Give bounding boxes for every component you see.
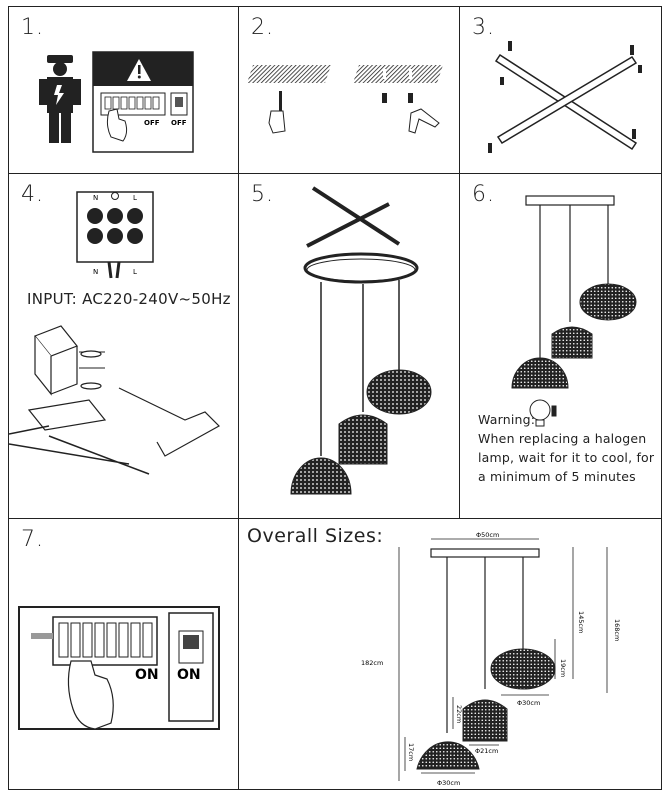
shade-large-icon [511,357,569,389]
warning-text: Warning: When replacing a halogen lamp, … [478,410,654,486]
shade-large-icon [290,457,352,495]
wiring-illustration: N L N L [9,191,220,475]
mid-height-label: 22cm [455,705,463,723]
step-number: 3. [472,15,495,40]
terminal-n-bottom: N [93,268,98,276]
total-height-label: 182cm [361,659,383,667]
terminal-l-top: L [133,194,137,202]
step-number: 7. [21,527,44,552]
warning-line-2: lamp, wait for it to cool, for [478,450,655,465]
ceiling-drilling-illustration [247,65,443,134]
step-number: 5. [251,182,274,207]
cross-bracket-illustration [488,41,642,153]
large-height-label: 17cm [407,743,415,761]
mid-drop-label: 145cm [577,611,585,633]
step-number: 1. [21,15,44,40]
small-width-label: Φ30cm [517,699,540,707]
cross-bracket-icon [494,53,638,151]
terminal-block-icon [76,191,154,279]
ceiling-right-icon [353,65,443,134]
step-number: 4. [21,182,44,207]
canopy-bar-icon [525,195,615,206]
large-width-label: Φ30cm [437,779,460,787]
hand-icon [67,660,114,730]
dimension-drawing: Φ50cm 182cm 168cm 145cm 19cm Φ30cm 22cm … [361,531,621,787]
shade-small-icon [366,369,432,415]
input-voltage: INPUT: AC220-240V~50Hz [27,290,231,308]
shade-large-icon [416,741,480,770]
max-drop-label: 168cm [613,619,621,641]
warning-line-3: a minimum of 5 minutes [478,469,636,484]
breaker-box-off [92,51,194,153]
off-label-switch: OFF [171,119,187,127]
step-1-panel: 1. [8,6,239,174]
electrician-illustration: OFF OFF [39,51,194,153]
shade-medium-icon [462,699,508,742]
step-2-panel: 2. [238,6,460,174]
step-number: 2. [251,15,274,40]
canopy-bar-icon [430,548,540,558]
driver-box-icon [9,325,220,475]
breaker-box-on [18,606,220,730]
electrician-icon [39,55,81,143]
step-6-panel: 6. Warning: When replacing a halogen [459,173,662,519]
step-number: 6. [472,182,495,207]
assembly-illustration [290,186,432,495]
shade-small-icon [490,648,556,690]
on-label-switch: ON [177,667,201,683]
bracket-icon [306,186,401,248]
warning-title: Warning: [478,412,536,427]
shade-small-icon [579,283,637,321]
bulb-icon [529,399,557,427]
terminal-n-top: N [93,194,98,202]
step-5-panel: 5. [238,173,460,519]
ceiling-left-icon [247,65,331,134]
step-4-panel: 4. N L N L [8,173,239,519]
power-on-illustration: ON ON [18,606,220,730]
terminal-l-bottom: L [133,268,137,276]
screw-icons [488,41,642,153]
overall-sizes-panel: Overall Sizes: [238,518,662,790]
bulb-replacement-illustration [511,195,637,427]
shade-medium-icon [551,326,593,359]
warning-line-1: When replacing a halogen [478,431,647,446]
step-3-panel: 3. [459,6,662,174]
small-height-label: 19cm [559,659,567,677]
overall-title: Overall Sizes: [247,525,384,547]
shade-medium-icon [338,414,388,465]
canopy-width-label: Φ50cm [476,531,499,539]
mid-width-label: Φ21cm [475,747,498,755]
on-label-breaker: ON [135,667,159,683]
off-label-breaker: OFF [144,119,160,127]
step-7-panel: 7. ON ON [8,518,239,790]
